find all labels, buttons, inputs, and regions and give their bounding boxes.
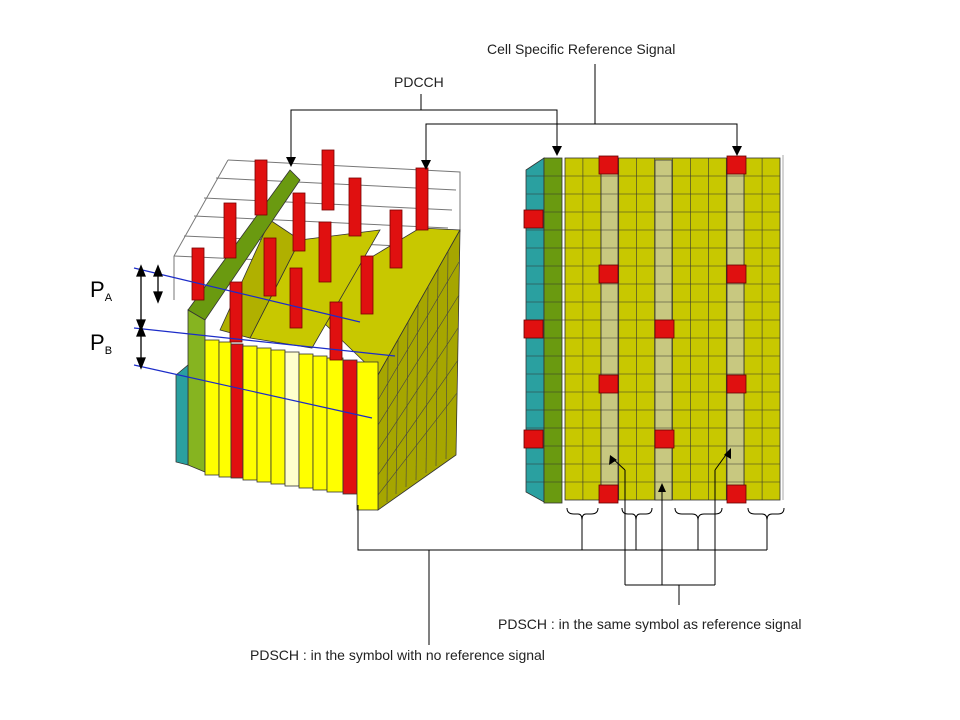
connector-lines xyxy=(290,64,768,645)
power-level-lines xyxy=(133,267,396,419)
side-grid xyxy=(377,250,460,503)
pdsch-no-rs-label: PDSCH : in the symbol with no reference … xyxy=(250,647,545,663)
pb-label: PB xyxy=(90,330,113,357)
arrowheads xyxy=(286,146,742,492)
rs-symbol-column-1 xyxy=(600,169,619,501)
control-strip xyxy=(175,364,189,466)
pdcch-label: PDCCH xyxy=(394,74,444,90)
resource-grid-3d-view xyxy=(133,149,461,511)
power-arrows xyxy=(136,264,163,370)
reference-signal-pillars xyxy=(191,149,429,361)
pdsch-same-symbol-label: PDSCH : in the same symbol as reference … xyxy=(498,616,802,632)
pa-label: PA xyxy=(90,277,113,304)
crs-label: Cell Specific Reference Signal xyxy=(487,41,676,57)
resource-grid-2d-view xyxy=(523,155,785,521)
front-face xyxy=(204,339,379,511)
reference-signal-squares xyxy=(523,155,747,504)
grid-lines xyxy=(526,158,780,500)
bottom-braces xyxy=(566,507,785,521)
pdcch-column xyxy=(543,157,563,504)
